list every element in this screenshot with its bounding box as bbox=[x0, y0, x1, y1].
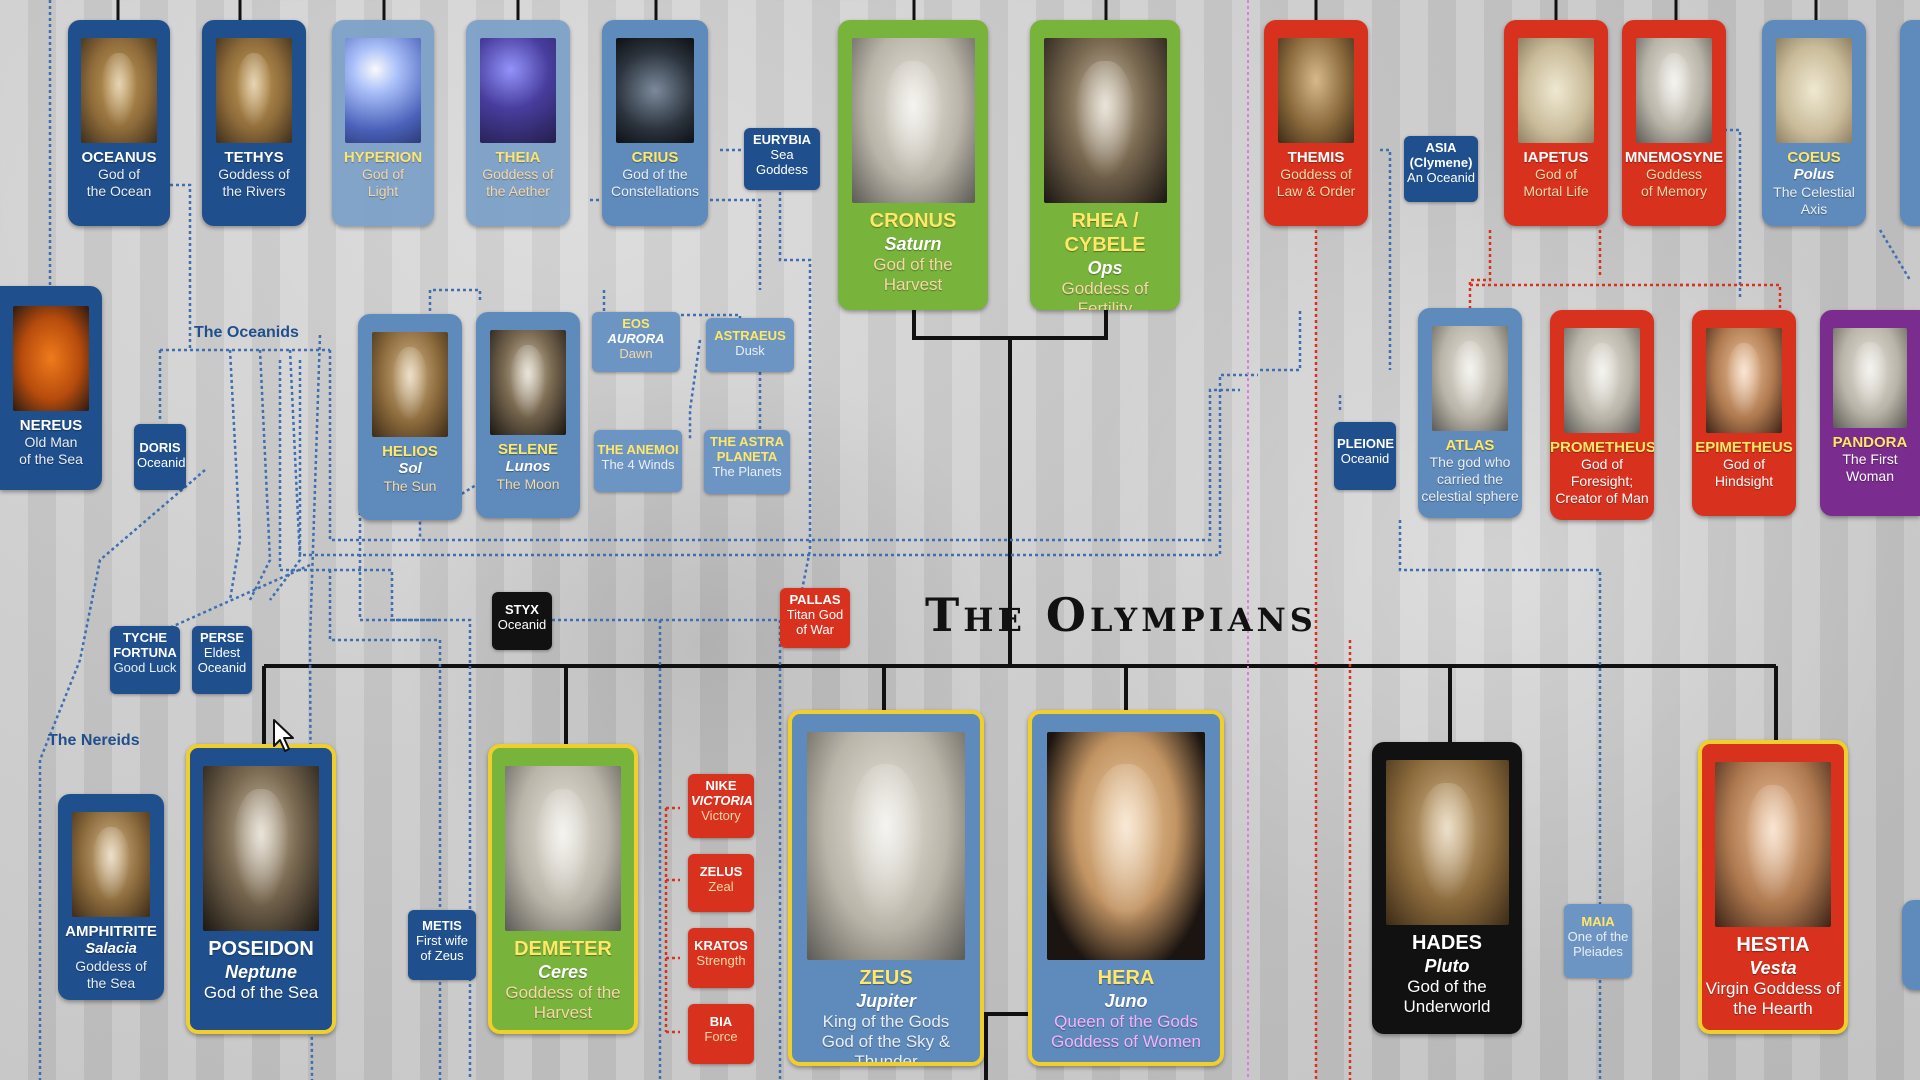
theia-portrait bbox=[479, 38, 557, 143]
card-cronus[interactable]: CRONUS Saturn God of the Harvest bbox=[838, 20, 988, 310]
amphitrite-portrait bbox=[71, 812, 151, 917]
tag-eurybia[interactable]: EURYBIA Sea Goddess bbox=[744, 128, 820, 190]
card-atlas[interactable]: ATLAS The god who carried the celestial … bbox=[1418, 308, 1522, 518]
tag-kratos[interactable]: KRATOS Strength bbox=[688, 928, 754, 988]
card-coeus[interactable]: COEUS Polus The Celestial Axis bbox=[1762, 20, 1866, 226]
pandora-portrait bbox=[1833, 328, 1907, 428]
helios-portrait bbox=[371, 332, 449, 437]
cronus-portrait bbox=[851, 38, 975, 203]
card-poseidon[interactable]: POSEIDON Neptune God of the Sea bbox=[186, 744, 336, 1034]
mnemosyne-portrait bbox=[1635, 38, 1713, 143]
demeter-portrait bbox=[504, 766, 622, 931]
tag-perse[interactable]: PERSE Eldest Oceanid bbox=[192, 626, 252, 694]
poseidon-portrait bbox=[202, 766, 320, 931]
themis-portrait bbox=[1277, 38, 1355, 143]
rhea-portrait bbox=[1043, 38, 1167, 203]
card-theia[interactable]: THEIA Goddess of the Aether bbox=[466, 20, 570, 226]
tag-nike[interactable]: NIKE VICTORIA Victory bbox=[688, 774, 754, 838]
card-tethys[interactable]: TETHYS Goddess of the Rivers bbox=[202, 20, 306, 226]
tag-astraeus[interactable]: ASTRAEUS Dusk bbox=[706, 318, 794, 372]
atlas-portrait bbox=[1431, 326, 1509, 431]
card-demeter[interactable]: DEMETER Ceres Goddess of the Harvest bbox=[488, 744, 638, 1034]
iapetus-portrait bbox=[1517, 38, 1595, 143]
hera-portrait bbox=[1047, 732, 1205, 960]
card-hera[interactable]: HERA Juno Queen of the Gods Goddess of W… bbox=[1028, 710, 1224, 1066]
nereus-portrait bbox=[13, 306, 89, 411]
tag-pallas[interactable]: PALLAS Titan God of War bbox=[780, 588, 850, 648]
card-amphitrite[interactable]: AMPHITRITE Salacia Goddess of the Sea bbox=[58, 794, 164, 1000]
hades-portrait bbox=[1385, 760, 1509, 925]
hyperion-portrait bbox=[345, 38, 421, 143]
card-pandora[interactable]: PANDORA The First Woman bbox=[1820, 310, 1920, 516]
tag-doris[interactable]: DORIS Oceanid bbox=[134, 424, 186, 490]
prometheus-portrait bbox=[1563, 328, 1641, 433]
card-rhea[interactable]: RHEA / CYBELE Ops Goddess of Fertility bbox=[1030, 20, 1180, 310]
tag-astra-planeta[interactable]: THE ASTRA PLANETA The Planets bbox=[704, 430, 790, 494]
tag-styx[interactable]: STYX Oceanid bbox=[492, 592, 552, 650]
selene-portrait bbox=[489, 330, 567, 435]
card-offscreen-right bbox=[1900, 20, 1920, 226]
card-selene[interactable]: SELENE Lunos The Moon bbox=[476, 312, 580, 518]
coeus-portrait bbox=[1775, 38, 1853, 143]
card-iapetus[interactable]: IAPETUS God of Mortal Life bbox=[1504, 20, 1608, 226]
title-olympians: The Olympians bbox=[925, 588, 1317, 642]
oceanus-portrait bbox=[81, 38, 157, 143]
tag-maia[interactable]: MAIA One of the Pleiades bbox=[1564, 904, 1632, 978]
tethys-portrait bbox=[215, 38, 293, 143]
card-hades[interactable]: HADES Pluto God of the Underworld bbox=[1372, 742, 1522, 1034]
card-hestia[interactable]: HESTIA Vesta Virgin Goddess of the Heart… bbox=[1698, 740, 1848, 1034]
card-epimetheus[interactable]: EPIMETHEUS God of Hindsight bbox=[1692, 310, 1796, 516]
card-helios[interactable]: HELIOS Sol The Sun bbox=[358, 314, 462, 520]
tag-metis[interactable]: METIS First wife of Zeus bbox=[408, 910, 476, 980]
tag-eos[interactable]: EOS AURORA Dawn bbox=[592, 312, 680, 372]
label-nereids: The Nereids bbox=[48, 732, 140, 749]
tag-tyche[interactable]: TYCHE FORTUNA Good Luck bbox=[110, 626, 180, 694]
tag-pleione[interactable]: PLEIONE Oceanid bbox=[1334, 422, 1396, 490]
mouse-cursor-icon bbox=[273, 719, 294, 752]
card-oceanus[interactable]: OCEANUS God of the Ocean bbox=[68, 20, 170, 226]
card-zeus[interactable]: ZEUS Jupiter King of the Gods God of the… bbox=[788, 710, 984, 1066]
zeus-portrait bbox=[807, 732, 965, 960]
tag-anemoi[interactable]: THE ANEMOI The 4 Winds bbox=[594, 430, 682, 492]
card-hyperion[interactable]: HYPERION God of Light bbox=[332, 20, 434, 226]
tag-bia[interactable]: BIA Force bbox=[688, 1004, 754, 1064]
tag-zelus[interactable]: ZELUS Zeal bbox=[688, 854, 754, 912]
card-mnemosyne[interactable]: MNEMOSYNE Goddess of Memory bbox=[1622, 20, 1726, 226]
card-themis[interactable]: THEMIS Goddess of Law & Order bbox=[1264, 20, 1368, 226]
hestia-portrait bbox=[1714, 762, 1832, 927]
crius-portrait bbox=[615, 38, 695, 143]
card-nereus[interactable]: NEREUS Old Man of the Sea bbox=[0, 286, 102, 490]
epimetheus-portrait bbox=[1705, 328, 1783, 433]
card-offscreen-right-bottom bbox=[1902, 900, 1920, 990]
label-oceanids: The Oceanids bbox=[194, 324, 299, 341]
card-crius[interactable]: CRIUS God of the Constellations bbox=[602, 20, 708, 226]
tag-asia[interactable]: ASIA (Clymene) An Oceanid bbox=[1404, 136, 1478, 202]
card-prometheus[interactable]: PROMETHEUS God of Foresight; Creator of … bbox=[1550, 310, 1654, 520]
